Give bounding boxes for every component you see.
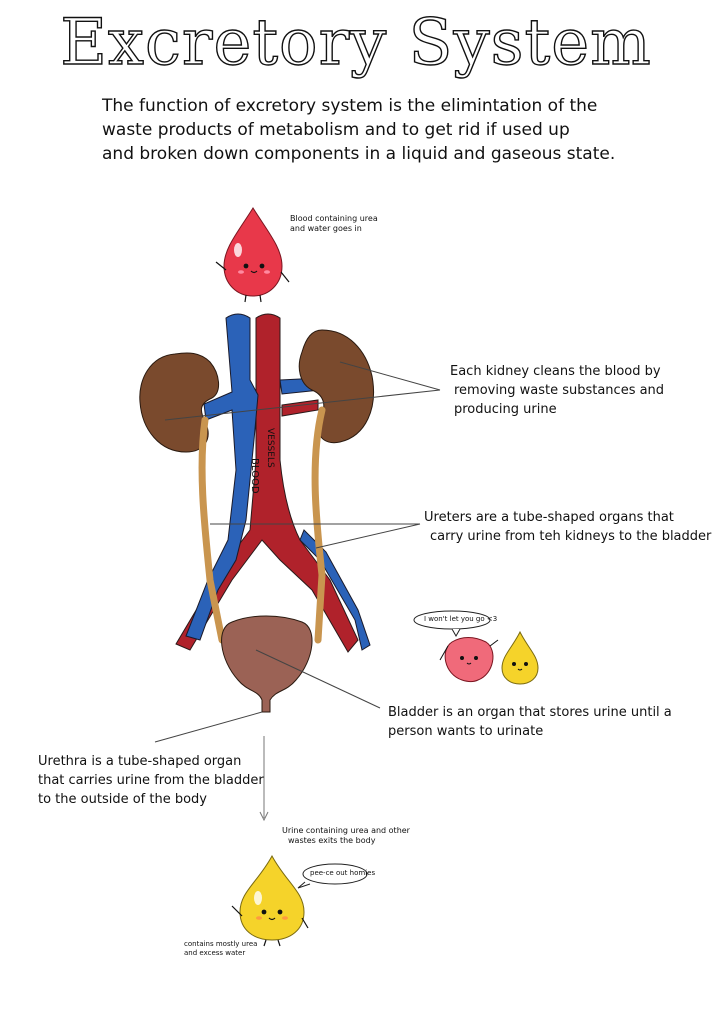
bladder-label: Bladder is an organ that stores urine un… <box>388 703 672 741</box>
blood-drop-character <box>215 207 290 303</box>
small-urine-drop-character <box>501 630 539 685</box>
vessel-label-blood: BLOOD <box>249 458 260 494</box>
note-line: wastes exits the body <box>288 836 376 845</box>
label-line: producing urine <box>454 402 557 417</box>
speech-bubble <box>413 610 491 638</box>
note-line: and water goes in <box>290 224 362 233</box>
urine-drop-note: contains mostly urea and excess water <box>184 940 257 958</box>
label-line: that carries urine from the bladder <box>38 773 264 788</box>
vessel-label-vessels: VESSELS <box>265 428 275 468</box>
note-line: Urine containing urea and other <box>282 826 410 835</box>
blood-drop-note: Blood containing urea and water goes in <box>290 214 378 234</box>
urine-note: Urine containing urea and other wastes e… <box>282 826 410 846</box>
label-line: carry urine from teh kidneys to the blad… <box>430 529 712 544</box>
label-line: person wants to urinate <box>388 724 544 739</box>
intro-line: and broken down components in a liquid a… <box>102 144 616 164</box>
label-line: Each kidney cleans the blood by <box>450 364 661 379</box>
kidney-label: Each kidney cleans the blood by removing… <box>450 362 664 419</box>
bladder-bubble-text: I won't let you go <3 <box>424 615 498 623</box>
urine-bubble-text: pee-ce out homies <box>310 869 376 877</box>
label-line: Bladder is an organ that stores urine un… <box>388 705 672 720</box>
label-line: to the outside of the body <box>38 792 207 807</box>
leader-lines <box>154 361 441 822</box>
page-title: Excretory System <box>60 5 652 80</box>
note-line: contains mostly urea <box>184 940 258 948</box>
note-line: and excess water <box>184 949 246 957</box>
intro-paragraph: The function of excretory system is the … <box>102 94 662 166</box>
kidneys <box>139 329 374 453</box>
note-line: Blood containing urea <box>290 214 378 223</box>
label-line: Ureters are a tube-shaped organs that <box>424 510 674 525</box>
ureters <box>198 406 326 644</box>
blood-vessels <box>175 313 371 653</box>
urine-drop-character <box>231 854 309 947</box>
intro-line: waste products of metabolism and to get … <box>102 120 570 140</box>
label-line: removing waste substances and <box>454 383 665 398</box>
label-line: Urethra is a tube-shaped organ <box>38 754 242 769</box>
intro-line: The function of excretory system is the … <box>102 96 598 116</box>
ureters-label: Ureters are a tube-shaped organs that ca… <box>424 508 711 546</box>
bladder-character <box>439 637 499 682</box>
speech-bubble <box>297 863 368 889</box>
urethra-label: Urethra is a tube-shaped organ that carr… <box>38 752 264 809</box>
bladder <box>221 615 313 713</box>
